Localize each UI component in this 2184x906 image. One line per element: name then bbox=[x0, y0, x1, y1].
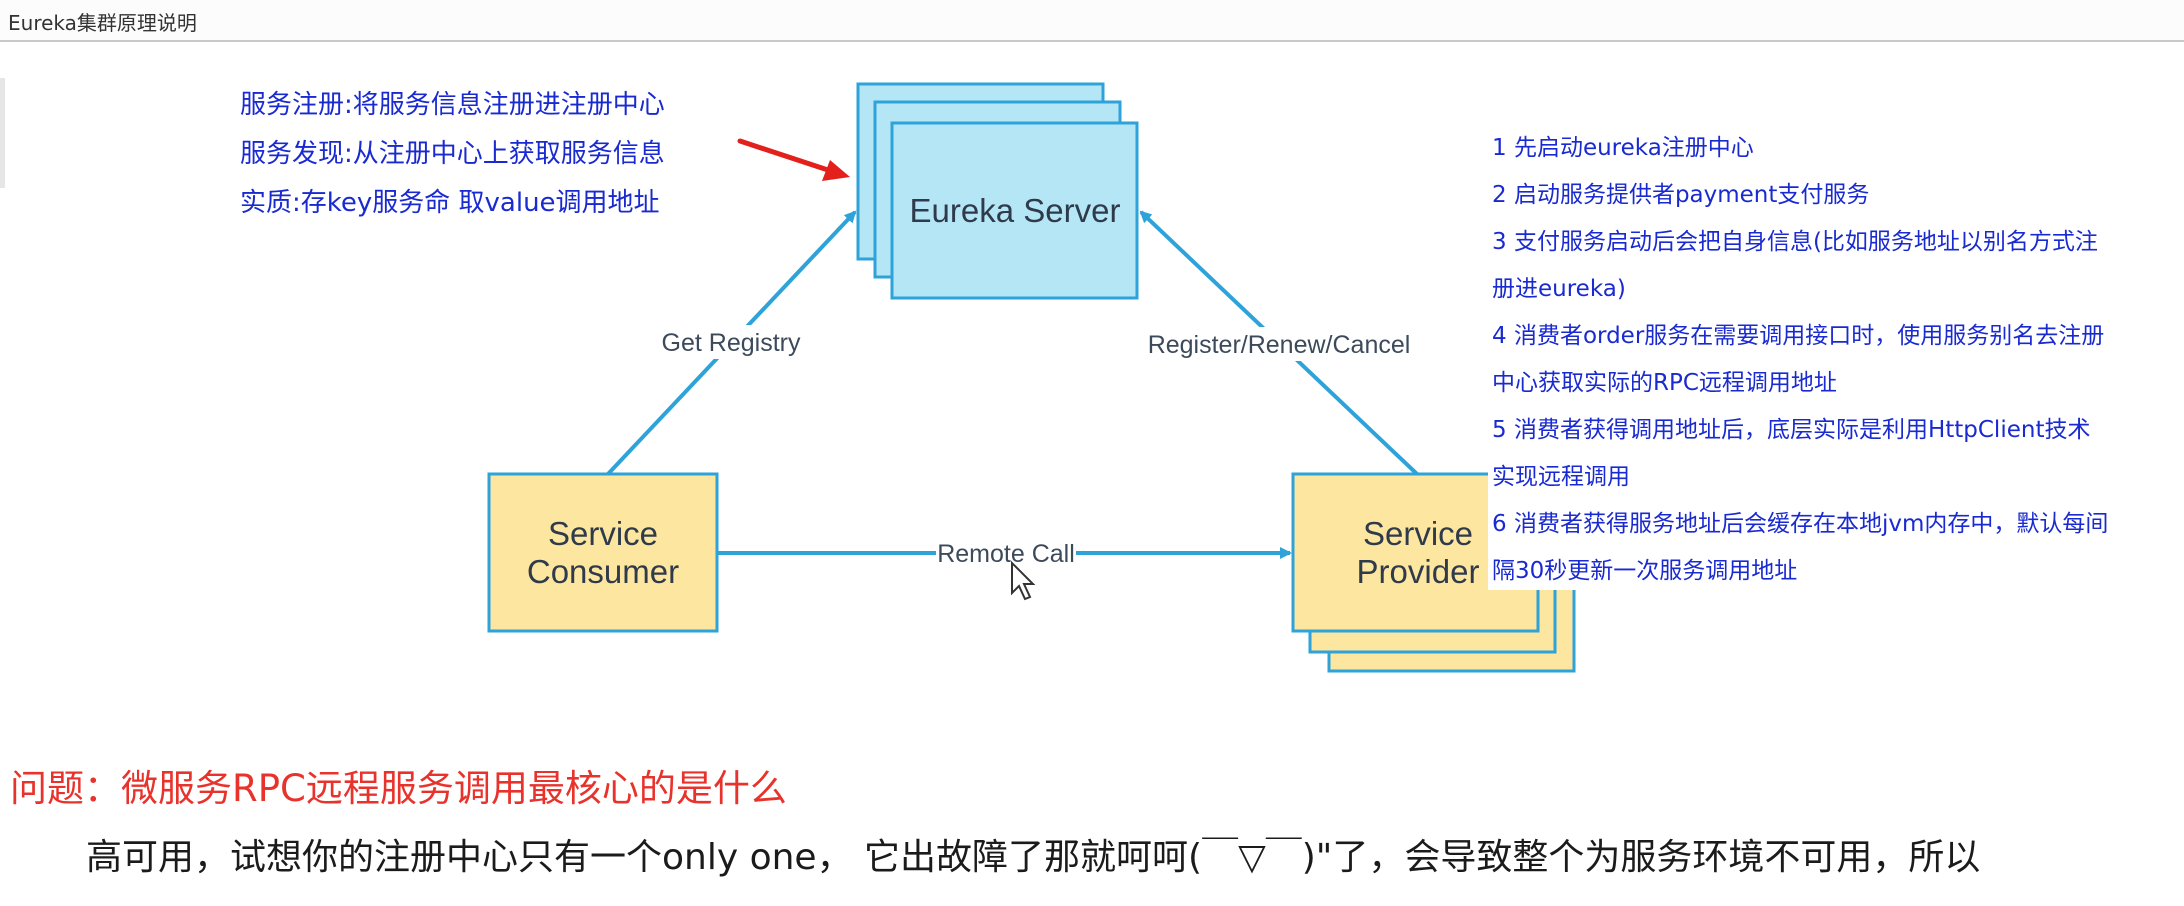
step-5: 5 消费者获得调用地址后，底层实际是利用HttpClient技术 bbox=[1492, 417, 2091, 443]
step-4: 4 消费者order服务在需要调用接口时，使用服务别名去注册 bbox=[1492, 323, 2105, 349]
step-5-cont: 实现远程调用 bbox=[1492, 464, 1630, 490]
mouse-cursor-icon bbox=[1011, 560, 1036, 601]
step-1: 1 先启动eureka注册中心 bbox=[1492, 135, 1754, 161]
eureka-server-stack: Eureka Server bbox=[856, 82, 1139, 300]
window-title: Eureka集群原理说明 bbox=[8, 11, 197, 35]
service-consumer-label-1: Service bbox=[548, 515, 658, 552]
eureka-server-box bbox=[890, 121, 1139, 300]
get-registry-label: Get Registry bbox=[662, 329, 801, 357]
steps-panel: 1 先启动eureka注册中心 2 启动服务提供者payment支付服务 3 支… bbox=[1488, 118, 2184, 590]
step-2: 2 启动服务提供者payment支付服务 bbox=[1492, 182, 1870, 208]
step-3: 3 支付服务启动后会把自身信息(比如服务地址以别名方式注 bbox=[1492, 229, 2098, 255]
eureka-server-label: Eureka Server bbox=[910, 192, 1121, 229]
service-provider-stack: Service Provider bbox=[1291, 472, 1576, 673]
note-service-registration: 服务注册:将服务信息注册进注册中心 bbox=[240, 90, 665, 120]
step-4-cont: 中心获取实际的RPC远程调用地址 bbox=[1492, 370, 1837, 396]
register-renew-cancel-label: Register/Renew/Cancel bbox=[1148, 331, 1411, 359]
annotation-arrow bbox=[737, 138, 850, 181]
service-consumer-box-group: Service Consumer bbox=[487, 472, 719, 633]
annotation-arrow-head bbox=[822, 160, 850, 181]
step-3-cont: 册进eureka) bbox=[1492, 276, 1626, 302]
service-consumer-box bbox=[487, 472, 719, 633]
answer-text: 高可用，试想你的注册中心只有一个only one， 它出故障了那就呵呵(￣▽￣)… bbox=[86, 837, 1981, 878]
question-heading: 问题：微服务RPC远程服务调用最核心的是什么 bbox=[10, 767, 787, 810]
remote-call-label: Remote Call bbox=[937, 540, 1075, 568]
service-consumer-label-2: Consumer bbox=[527, 553, 679, 590]
window-titlebar: Eureka集群原理说明 bbox=[0, 0, 2184, 42]
service-provider-label-1: Service bbox=[1363, 515, 1473, 552]
remote-call-label-bg bbox=[936, 538, 1076, 572]
register-label-bg bbox=[1140, 327, 1418, 361]
step-6-cont: 隔30秒更新一次服务调用地址 bbox=[1492, 558, 1798, 584]
note-essence: 实质:存key服务命 取value调用地址 bbox=[240, 188, 660, 218]
note-service-discovery: 服务发现:从注册中心上获取服务信息 bbox=[240, 139, 665, 169]
service-provider-label-2: Provider bbox=[1357, 553, 1480, 590]
step-6: 6 消费者获得服务地址后会缓存在本地jvm内存中，默认每间 bbox=[1492, 511, 2109, 537]
left-edge-marker bbox=[0, 78, 5, 188]
get-registry-label-bg bbox=[655, 325, 805, 359]
annotation-arrow-shaft bbox=[737, 138, 837, 175]
